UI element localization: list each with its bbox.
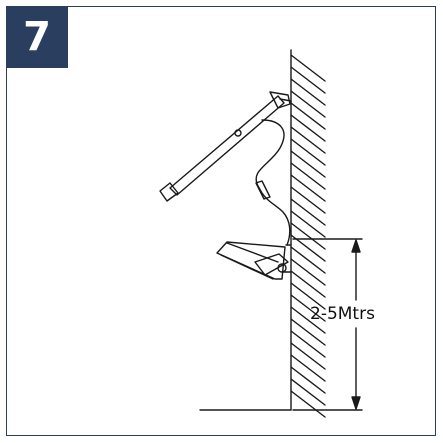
- height-label: 2-5Mtrs: [310, 304, 375, 324]
- hatch-line: [290, 306, 326, 334]
- hatch-line: [290, 78, 326, 106]
- instruction-frame: [6, 6, 436, 436]
- hatch-line: [290, 294, 326, 322]
- hatch-line: [290, 258, 326, 286]
- hatch-line: [290, 54, 326, 82]
- hatch-line: [290, 378, 326, 406]
- hatch-line: [290, 198, 326, 226]
- hatch-line: [290, 246, 326, 274]
- hatch-line: [290, 114, 326, 142]
- hatch-line: [290, 390, 326, 418]
- hatch-line: [290, 270, 326, 298]
- wall-hatching: [290, 54, 326, 418]
- hatch-line: [290, 282, 326, 310]
- connecting-cable: [255, 119, 291, 246]
- hatch-line: [290, 162, 326, 190]
- hatch-line: [290, 138, 326, 166]
- hatch-line: [290, 90, 326, 118]
- hatch-line: [290, 186, 326, 214]
- flood-light: [216, 241, 292, 280]
- hatch-line: [290, 366, 326, 394]
- hatch-line: [290, 66, 326, 94]
- hatch-line: [290, 354, 326, 382]
- hatch-line: [290, 330, 326, 358]
- cable-connector: [255, 180, 271, 200]
- hatch-line: [290, 126, 326, 154]
- hatch-line: [290, 174, 326, 202]
- step-number-badge: 7: [6, 6, 68, 68]
- height-dimension: [292, 238, 363, 411]
- hatch-line: [290, 210, 326, 238]
- hatch-line: [290, 318, 326, 346]
- solar-panel: [159, 91, 292, 202]
- hatch-line: [290, 222, 326, 250]
- hatch-line: [290, 150, 326, 178]
- hatch-line: [290, 342, 326, 370]
- hatch-line: [290, 102, 326, 130]
